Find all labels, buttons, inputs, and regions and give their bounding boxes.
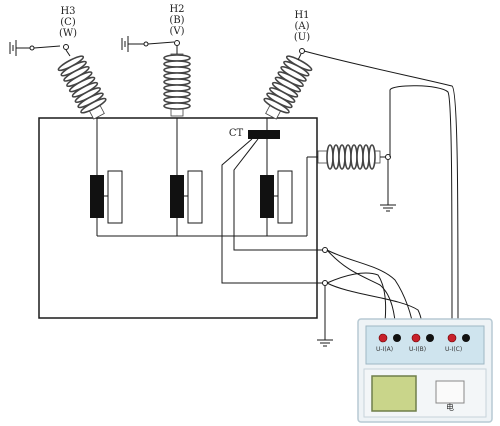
ground-symbol-tank — [317, 286, 333, 347]
bushing-h1 — [263, 55, 313, 120]
terminal-h2-name: H2 — [169, 4, 185, 15]
ground-symbol-h3 — [9, 40, 61, 56]
jack-pair-a[interactable] — [378, 333, 401, 343]
terminal-h3-name: H3 — [60, 6, 76, 17]
terminal-label-h3: H3 (C) (W) — [58, 6, 78, 39]
port-label-c: U-I(C) — [445, 346, 463, 353]
tank-terminal-2 — [322, 280, 328, 286]
tank-terminal-1 — [322, 247, 328, 253]
button-label: 电 — [446, 403, 454, 412]
winding-b — [170, 170, 203, 224]
bushing-h2 — [163, 53, 191, 117]
ground-symbol-h2 — [121, 36, 175, 52]
jack-panel — [365, 325, 485, 365]
terminal-h3-phase: (C) — [60, 17, 76, 28]
winding-a — [260, 170, 293, 224]
winding-c — [90, 170, 123, 224]
terminal-h3-alt: (W) — [58, 28, 78, 39]
port-label-a: U-I(A) — [376, 346, 394, 353]
keypad[interactable] — [435, 380, 465, 404]
display-screen[interactable] — [371, 375, 417, 412]
terminal-h3 — [63, 44, 69, 50]
internal-leads — [96, 118, 318, 237]
ground-symbol-neutral — [380, 160, 396, 212]
terminal-h1-name: H1 — [294, 10, 310, 21]
port-label-b: U-I(B) — [409, 346, 427, 353]
bushing-h3 — [57, 55, 107, 120]
test-leads — [303, 50, 459, 333]
terminal-h2-phase: (B) — [169, 15, 185, 26]
terminal-h1-alt: (U) — [293, 32, 311, 43]
terminal-h1 — [299, 48, 305, 54]
jack-pair-b[interactable] — [411, 333, 434, 343]
current-transformer — [248, 130, 280, 139]
bushing-side — [317, 144, 381, 170]
terminal-h2-alt: (V) — [169, 26, 185, 37]
ct-label: CT — [228, 128, 244, 139]
terminal-h2 — [174, 40, 180, 46]
terminal-h1-phase: (A) — [294, 21, 310, 32]
terminal-label-h1: H1 (A) (U) — [292, 10, 312, 43]
jack-pair-c[interactable] — [447, 333, 470, 343]
test-instrument — [357, 318, 493, 423]
terminal-label-h2: H2 (B) (V) — [167, 4, 187, 37]
ct-leads — [221, 138, 325, 284]
